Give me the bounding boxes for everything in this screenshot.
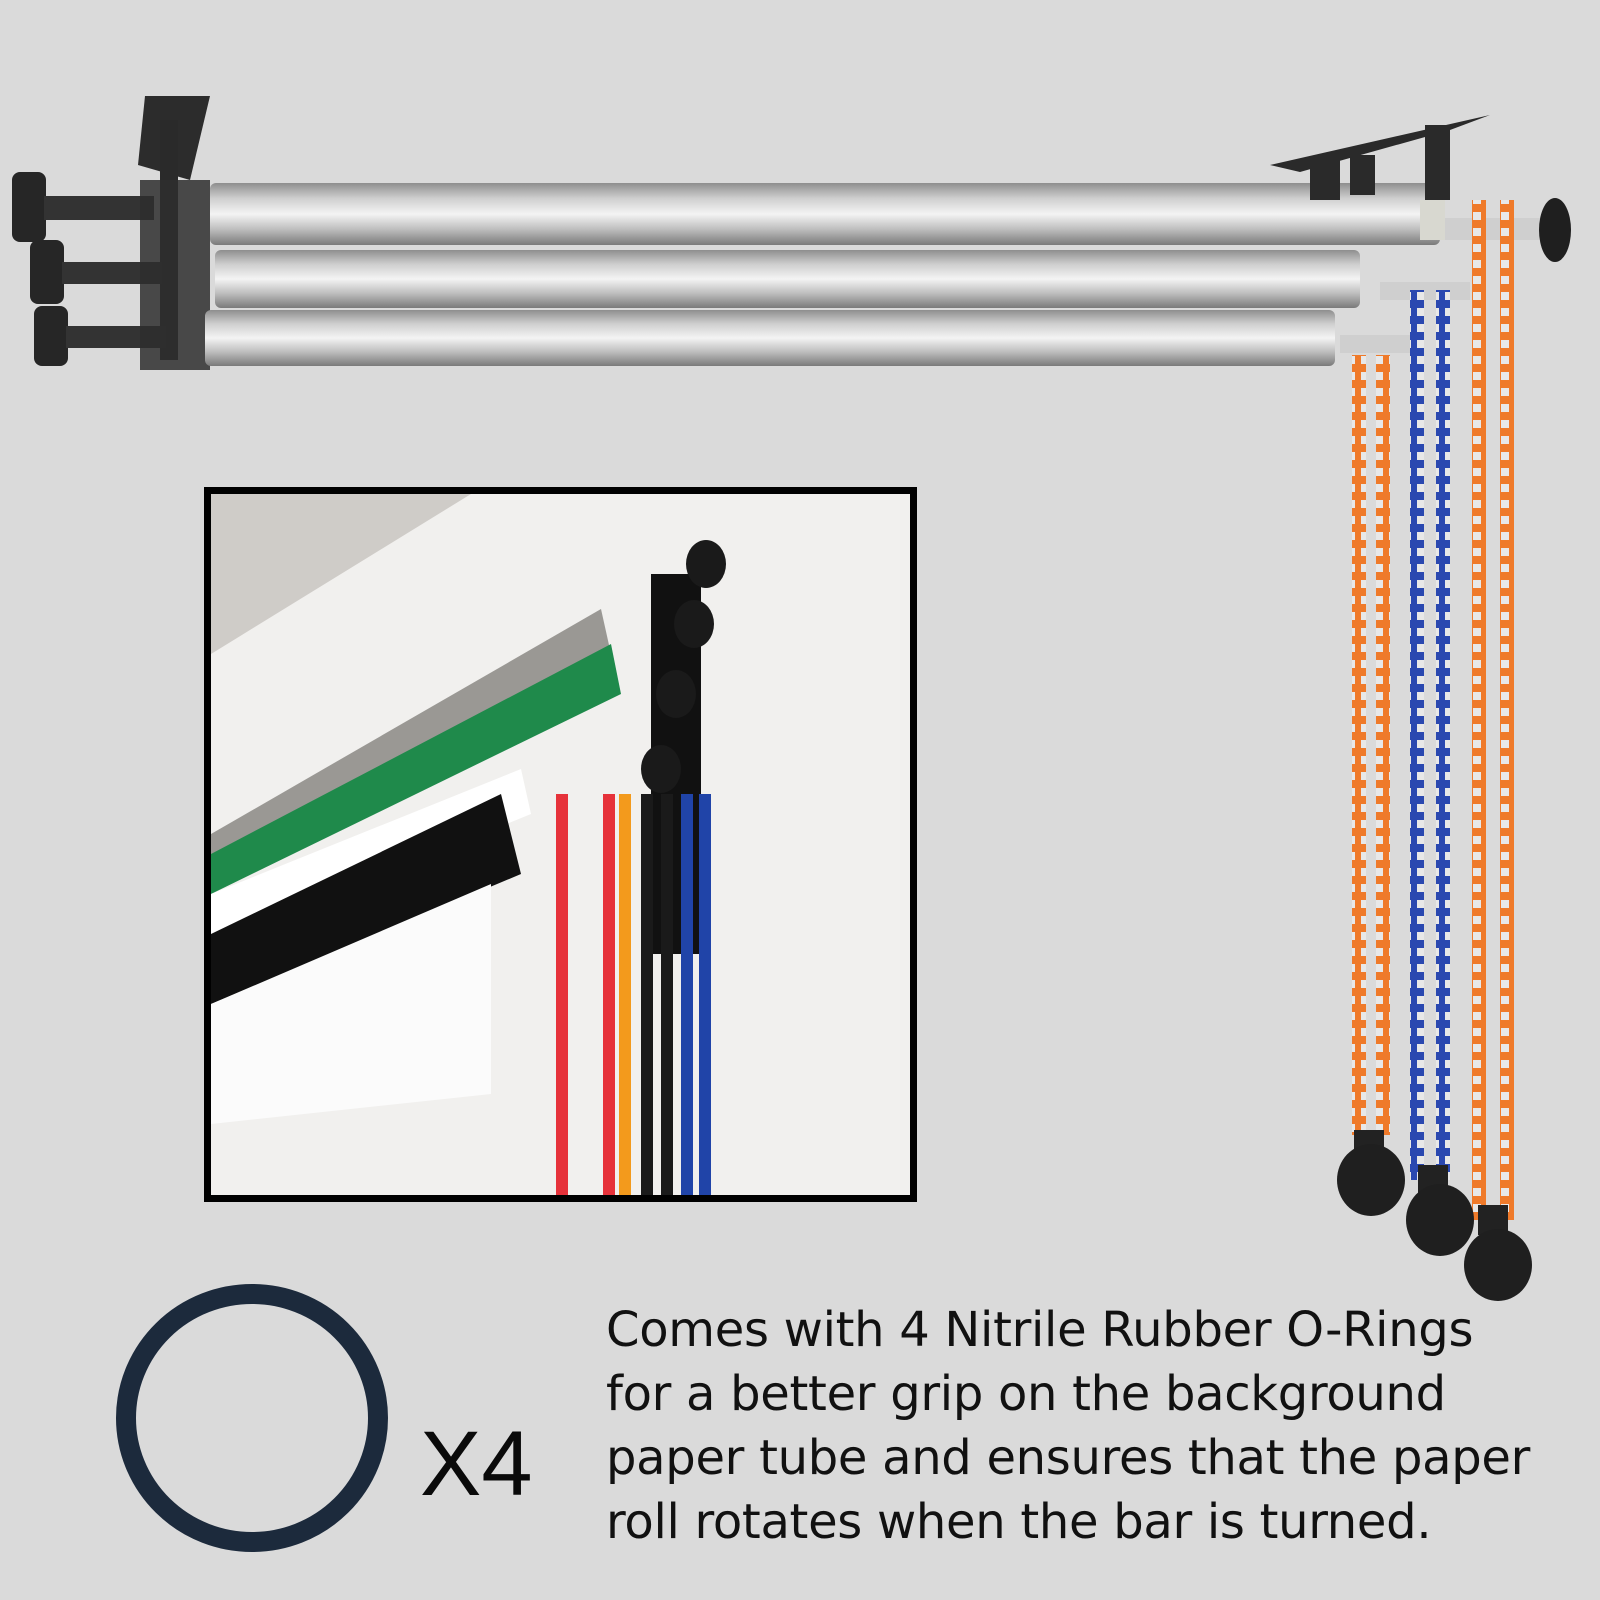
caption-line: roll rotates when the bar is turned. xyxy=(606,1494,1432,1550)
caption-line: Comes with 4 Nitrile Rubber O-Rings xyxy=(606,1302,1474,1358)
right-wall-bracket xyxy=(1270,115,1571,353)
inset-photo xyxy=(204,487,917,1202)
adjustment-chains xyxy=(1352,200,1514,1220)
caption-line: for a better grip on the background xyxy=(606,1366,1446,1422)
quantity-label: X4 xyxy=(420,1413,533,1515)
o-ring-icon xyxy=(116,1284,388,1552)
chain-weights xyxy=(1337,1130,1532,1301)
inset-photo-illustration xyxy=(211,494,910,1195)
left-wall-bracket xyxy=(12,96,210,370)
caption-line: paper tube and ensures that the paper xyxy=(606,1430,1531,1486)
caption-text: Comes with 4 Nitrile Rubber O-Rings for … xyxy=(606,1298,1596,1554)
roller-tubes xyxy=(205,183,1440,366)
